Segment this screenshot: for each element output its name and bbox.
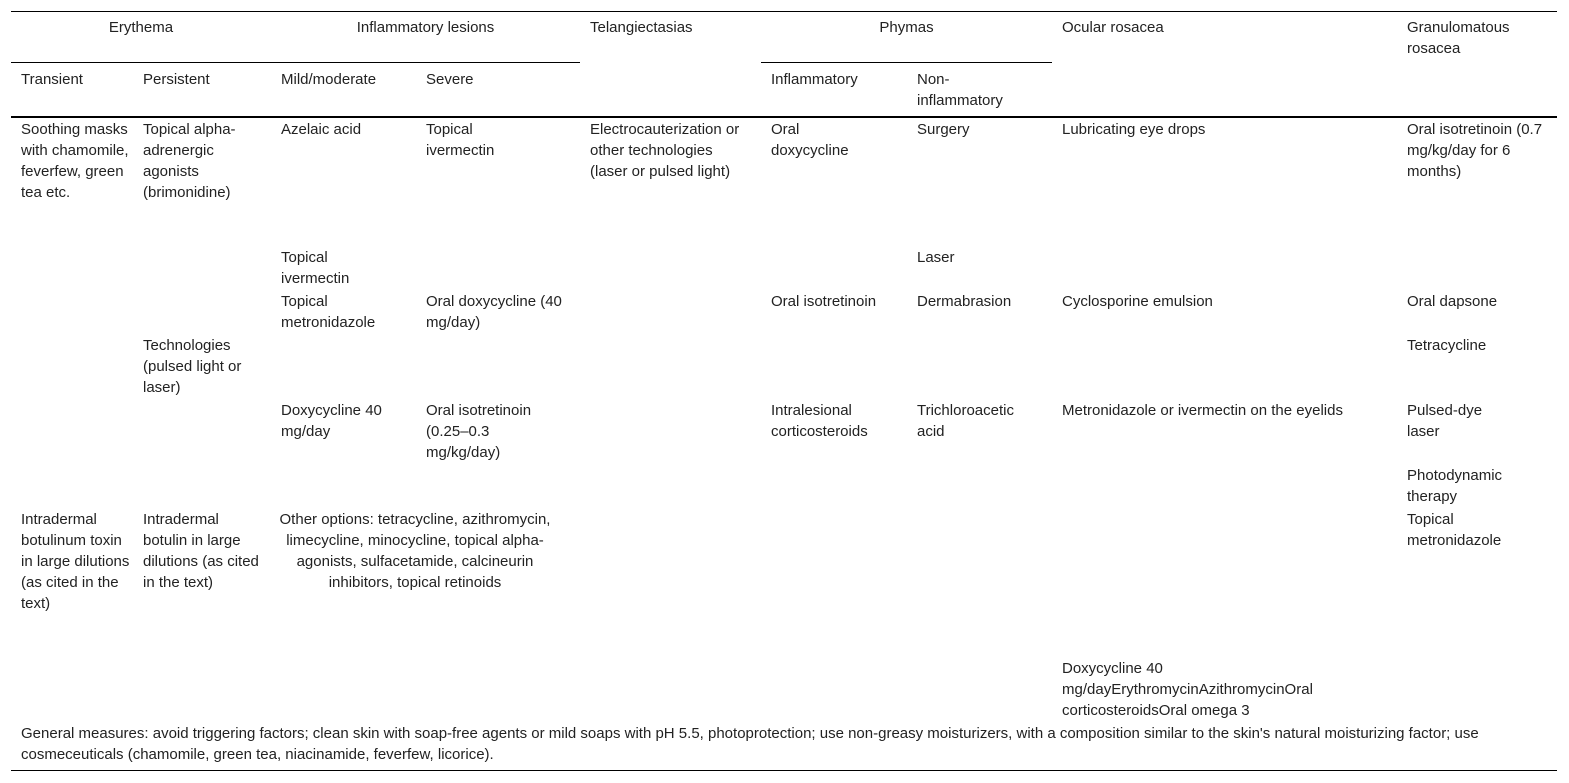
inflammatory-lesions-underline [11,62,580,63]
cell-severe-5: Oral isotretinoin (0.25–0.3 mg/kg/day) [426,402,532,461]
cell-persistent-1: Topical alpha-adrenergic agonists (brimo… [143,121,236,201]
header-phymas: Phymas [879,19,934,36]
cell-inflammatory-1: Oral doxycycline [771,121,849,159]
cell-ocular-1: Lubricating eye drops [1062,121,1206,138]
header-granulomatous-rosacea: Granulomatous rosacea [1407,19,1510,57]
header-ocular-rosacea: Ocular rosacea [1062,19,1164,36]
cell-ocular-8: Doxycycline 40 mg/dayErythromycinAzithro… [1062,660,1313,719]
cell-granulomatous-5: Pulsed-dye laser [1407,402,1483,440]
cell-ocular-5: Metronidazole or ivermectin on the eyeli… [1062,402,1343,419]
header-inflammatory: Inflammatory [771,71,858,88]
cell-mild-1: Azelaic acid [281,121,362,138]
bottom-rule [11,770,1557,771]
cell-persistent-4: Technologies (pulsed light or laser) [143,337,242,396]
cell-granulomatous-4: Tetracycline [1407,337,1487,354]
cell-granulomatous-3: Oral dapsone [1407,293,1498,310]
header-severe: Severe [426,71,474,88]
cell-severe-1: Topical ivermectin [426,121,495,159]
top-rule [11,11,1557,12]
cell-transient-1: Soothing masks with chamomile, feverfew,… [21,121,129,201]
cell-telangiectasias-1: Electrocauterization or other technologi… [590,121,740,180]
cell-inflammatory-3: Oral isotretinoin [771,293,877,310]
cell-noninflammatory-2: Laser [917,249,955,266]
header-persistent: Persistent [143,71,210,88]
cell-granulomatous-6: Photodynamic therapy [1407,467,1503,505]
cell-inflammatory-5: Intralesional corticosteroids [771,402,868,440]
cell-noninflammatory-1: Surgery [917,121,970,138]
header-mild-moderate: Mild/moderate [281,71,377,88]
cell-other-options: Other options: tetracycline, azithromyci… [279,511,551,591]
header-telangiectasias: Telangiectasias [590,19,693,36]
cell-granulomatous-7: Topical metronidazole [1407,511,1502,549]
header-erythema: Erythema [108,19,174,36]
cell-mild-2: Topical ivermectin [281,249,350,287]
header-non-inflammatory: Non-inflammatory [917,71,1003,109]
cell-persistent-7: Intradermal botulin in large dilutions (… [143,511,259,591]
header-bottom-rule [11,116,1557,118]
cell-mild-3: Topical metronidazole [281,293,376,331]
cell-noninflammatory-5: Trichloroacetic acid [917,402,1014,440]
phymas-underline [761,62,1052,63]
cell-granulomatous-1: Oral isotretinoin (0.7 mg/kg/day for 6 m… [1407,121,1546,180]
header-inflammatory-lesions: Inflammatory lesions [356,19,495,36]
cell-mild-5: Doxycycline 40 mg/day [281,402,385,440]
general-measures-note: General measures: avoid triggering facto… [21,725,1479,763]
cell-noninflammatory-3: Dermabrasion [917,293,1012,310]
cell-ocular-3: Cyclosporine emulsion [1062,293,1213,310]
header-transient: Transient [21,71,83,88]
cell-severe-3: Oral doxycycline (40 mg/day) [426,293,565,331]
cell-transient-7: Intradermal botulinum toxin in large dil… [21,511,130,612]
